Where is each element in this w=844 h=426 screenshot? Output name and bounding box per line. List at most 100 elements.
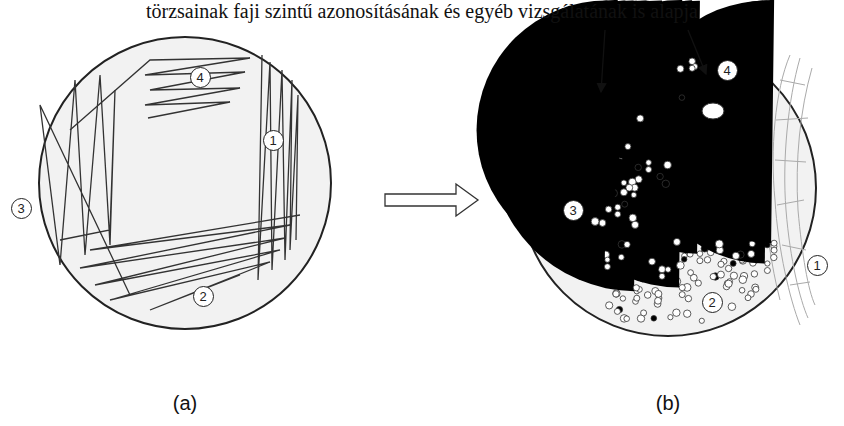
colony bbox=[620, 296, 625, 301]
colony bbox=[633, 285, 639, 291]
colony bbox=[655, 290, 662, 297]
colony bbox=[730, 272, 737, 279]
colony bbox=[657, 173, 663, 179]
colony-half bbox=[566, 1, 648, 163]
petri-dish bbox=[39, 37, 331, 329]
colony bbox=[715, 240, 723, 248]
callout-number: 3 bbox=[569, 204, 576, 217]
colony bbox=[621, 180, 627, 186]
colony bbox=[673, 309, 680, 316]
colony bbox=[732, 252, 739, 259]
callout-circle: 2 bbox=[193, 286, 214, 307]
heading-text: törzsainak faji szintű azonosításának és… bbox=[146, 0, 698, 23]
colony bbox=[659, 273, 665, 279]
colony bbox=[634, 295, 640, 301]
bacterial-colonies bbox=[477, 0, 778, 323]
colony bbox=[599, 220, 606, 227]
colony bbox=[677, 262, 685, 270]
colony bbox=[745, 295, 751, 301]
colony bbox=[649, 258, 656, 265]
colony bbox=[635, 164, 641, 170]
colony bbox=[629, 214, 637, 222]
colony bbox=[646, 160, 652, 166]
colony bbox=[625, 144, 631, 150]
colony bbox=[655, 297, 662, 304]
colony bbox=[665, 267, 671, 273]
single-colony bbox=[706, 78, 715, 87]
callout-circle: 3 bbox=[563, 200, 584, 221]
colony bbox=[615, 211, 621, 217]
colony bbox=[718, 261, 724, 267]
colony bbox=[751, 271, 757, 277]
colony bbox=[613, 291, 619, 297]
colony bbox=[771, 247, 777, 253]
colony bbox=[605, 206, 611, 212]
colony bbox=[682, 257, 687, 262]
colony bbox=[624, 241, 630, 247]
colony bbox=[604, 264, 610, 270]
colony bbox=[679, 285, 685, 291]
colony bbox=[644, 292, 651, 299]
colony bbox=[614, 308, 620, 314]
callout-number: 2 bbox=[708, 296, 715, 309]
colony bbox=[689, 65, 695, 71]
colony bbox=[688, 270, 694, 276]
colony bbox=[697, 258, 703, 264]
callout-circle: 2 bbox=[702, 292, 723, 313]
colony bbox=[728, 303, 736, 311]
process-arrow bbox=[385, 184, 478, 216]
colony bbox=[765, 261, 770, 266]
colony bbox=[651, 316, 657, 322]
colony bbox=[668, 315, 673, 320]
colony bbox=[764, 268, 770, 274]
colony bbox=[618, 254, 624, 260]
colony bbox=[685, 295, 691, 301]
colony bbox=[739, 288, 745, 294]
colony bbox=[684, 310, 691, 317]
colony bbox=[641, 310, 647, 316]
colony bbox=[753, 286, 759, 292]
callout-number: 1 bbox=[813, 259, 820, 272]
colony bbox=[677, 65, 684, 72]
callout-circle: 1 bbox=[263, 130, 284, 151]
callout-number: 4 bbox=[196, 71, 203, 84]
colony bbox=[591, 218, 599, 226]
colony bbox=[748, 250, 755, 257]
callout-circle: 4 bbox=[717, 60, 738, 81]
callout-number: 4 bbox=[723, 64, 730, 77]
colony bbox=[646, 167, 652, 173]
colony bbox=[771, 254, 777, 260]
pointer-arrow bbox=[601, 30, 605, 92]
colony bbox=[662, 180, 669, 187]
callout-circle: 3 bbox=[11, 198, 32, 219]
colony-half bbox=[651, 0, 774, 243]
callout-number: 3 bbox=[17, 202, 24, 215]
colony bbox=[695, 280, 701, 286]
colony bbox=[622, 201, 628, 207]
colony bbox=[637, 115, 644, 122]
colony bbox=[771, 240, 777, 246]
panel-label: (a) bbox=[173, 392, 197, 415]
large-colony bbox=[702, 103, 724, 119]
colony bbox=[673, 238, 680, 245]
colony bbox=[699, 318, 704, 323]
colony bbox=[725, 265, 731, 271]
colony bbox=[664, 161, 672, 169]
callout-circle: 4 bbox=[190, 67, 211, 88]
colony bbox=[624, 316, 630, 322]
colony bbox=[605, 257, 610, 262]
colony bbox=[689, 58, 696, 65]
colony bbox=[659, 266, 666, 273]
colony bbox=[710, 274, 716, 280]
callout-number: 2 bbox=[199, 290, 206, 303]
colony bbox=[704, 257, 710, 263]
pointer-arrow bbox=[688, 30, 706, 74]
colony bbox=[613, 290, 620, 297]
colony bbox=[697, 251, 703, 257]
colony bbox=[717, 271, 724, 278]
colony bbox=[606, 302, 613, 309]
colony bbox=[730, 261, 736, 267]
callout-circle: 1 bbox=[807, 255, 828, 276]
colony bbox=[626, 184, 633, 191]
